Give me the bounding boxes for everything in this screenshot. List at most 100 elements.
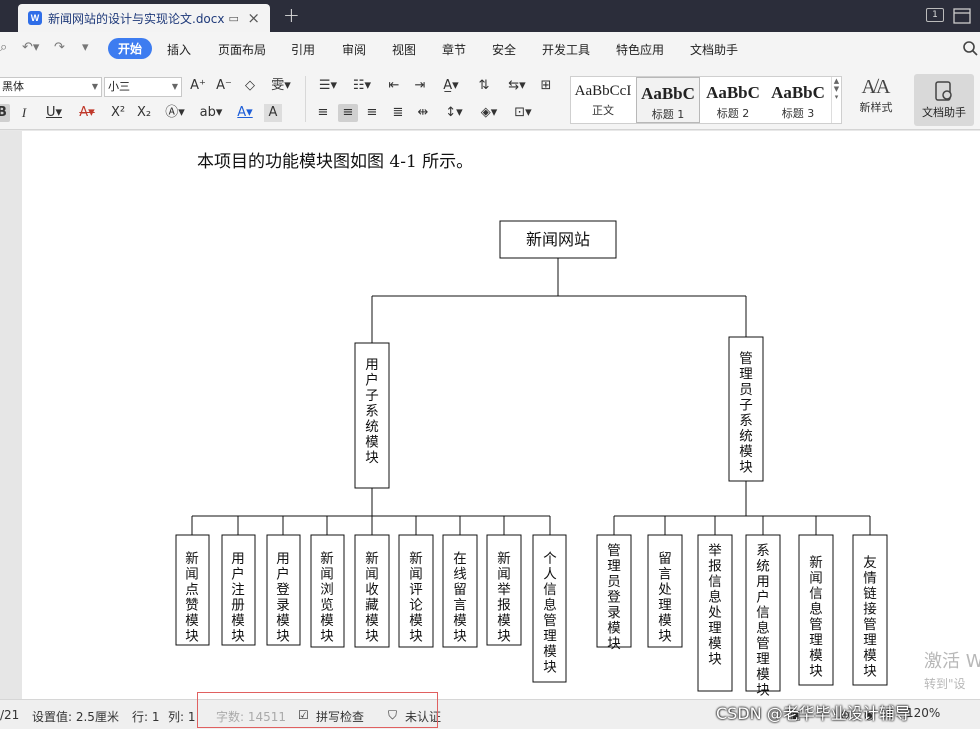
uncertified-status[interactable]: 未认证 — [405, 710, 442, 724]
menu-tab-developer[interactable]: 开发工具 — [542, 43, 591, 57]
wps-writer-icon: W — [28, 11, 42, 25]
setting-value[interactable]: 设置值: 2.5厘米 — [32, 710, 119, 724]
align-left-icon[interactable]: ≡ — [317, 105, 329, 120]
text-direction-icon[interactable]: A̲▾ — [443, 78, 459, 93]
bullet-list-icon[interactable]: ☰▾ — [318, 78, 338, 93]
view-mode-icon[interactable]: ▣ — [790, 708, 802, 722]
font-size-value: 小三 — [108, 80, 130, 93]
menu-tab-insert[interactable]: 插入 — [167, 43, 192, 57]
vertical-label: 管理员子系统模块 — [739, 351, 753, 476]
distributed-align-icon[interactable]: ⇹ — [417, 105, 429, 120]
sort-icon[interactable]: ⇅ — [478, 78, 490, 93]
search-icon[interactable] — [962, 40, 978, 56]
box-root — [499, 220, 617, 259]
shield-icon: ⛉ — [388, 708, 398, 722]
window-count-badge[interactable]: 1 — [926, 8, 944, 22]
document-area[interactable]: 本项目的功能模块图如图 4-1 所示。 — [0, 131, 980, 699]
font-name-value: 黑体 — [2, 80, 24, 93]
menu-tab-review[interactable]: 审阅 — [342, 43, 367, 57]
vertical-label: 用户登录模块 — [276, 551, 290, 645]
increase-indent-icon[interactable]: ⇥ — [414, 78, 426, 93]
window-layout-icon[interactable] — [952, 7, 972, 25]
subscript-icon[interactable]: X₂ — [136, 105, 152, 120]
style-normal[interactable]: AaBbCcI 正文 — [571, 77, 635, 123]
highlight-icon[interactable]: ab▾ — [199, 105, 223, 120]
strikethrough-icon[interactable]: A▾ — [79, 105, 95, 120]
new-style-button[interactable]: A̸A 新样式 — [850, 76, 902, 115]
menu-bar: ⌕ ↶▾ ↷ ▾ 开始 插入 页面布局 引用 审阅 视图 章节 安全 开发工具 … — [0, 32, 980, 66]
grow-font-icon[interactable]: A⁺ — [190, 78, 206, 93]
undo-icon[interactable]: ↶▾ — [22, 40, 40, 55]
web-layout-icon[interactable]: ⊕ — [840, 708, 851, 722]
font-name-select[interactable]: 黑体▼ — [0, 77, 102, 97]
vertical-label: 用户子系统模块 — [365, 357, 379, 466]
spell-check-icon[interactable]: ☑ — [298, 708, 309, 722]
clear-format-icon[interactable]: ◇ — [245, 78, 255, 93]
doc-helper-label: 文档助手 — [922, 106, 966, 119]
vertical-label: 新闻收藏模块 — [365, 551, 379, 645]
ribbon-toolbar: 黑体▼ 小三▼ A⁺ A⁻ ◇ 雯▾ B I U▾ A▾ X² X₂ Ⓐ▾ ab… — [0, 66, 980, 130]
font-color-icon[interactable]: A▾ — [237, 105, 253, 120]
menu-tab-view[interactable]: 视图 — [392, 43, 417, 57]
document-page[interactable]: 本项目的功能模块图如图 4-1 所示。 — [22, 131, 980, 699]
italic-icon[interactable]: I — [21, 105, 27, 120]
justify-icon[interactable]: ≣ — [392, 105, 404, 120]
style-heading-2[interactable]: AaBbC 标题 2 — [701, 77, 765, 123]
word-count[interactable]: 字数: 14511 — [216, 710, 287, 724]
menu-tab-security[interactable]: 安全 — [492, 43, 517, 57]
quick-access-dropdown-icon[interactable]: ▾ — [82, 40, 89, 55]
bold-icon[interactable]: B — [0, 104, 10, 122]
text-effect-icon[interactable]: Ⓐ▾ — [165, 105, 185, 120]
box-module — [596, 534, 632, 648]
superscript-icon[interactable]: X² — [110, 105, 126, 120]
line-spacing-icon[interactable]: ↕▾ — [445, 105, 463, 120]
column-indicator[interactable]: 列: 1 — [168, 710, 196, 724]
borders-icon[interactable]: ⊡▾ — [514, 105, 532, 120]
menu-tab-references[interactable]: 引用 — [291, 43, 316, 57]
row-indicator[interactable]: 行: 1 — [132, 710, 160, 724]
font-size-select[interactable]: 小三▼ — [104, 77, 182, 97]
menu-tab-doc-helper[interactable]: 文档助手 — [690, 43, 739, 57]
style-heading-1[interactable]: AaBbC 标题 1 — [636, 77, 700, 123]
box-module — [175, 534, 210, 646]
ribbon-separator — [305, 76, 306, 122]
box-module — [697, 534, 733, 692]
style-heading-3[interactable]: AaBbC 标题 3 — [766, 77, 830, 123]
vertical-label: 举报信息处理模块 — [708, 543, 722, 668]
menu-tab-home[interactable]: 开始 — [108, 38, 153, 59]
doc-helper-button[interactable]: 文档助手 — [914, 74, 974, 126]
shading-icon[interactable]: ◈▾ — [480, 105, 498, 120]
align-center-icon[interactable]: ≡ — [338, 104, 358, 122]
box-admin-subsystem — [728, 336, 764, 482]
phonetic-guide-icon[interactable]: 雯▾ — [271, 78, 291, 93]
close-tab-icon[interactable]: × — [247, 9, 260, 27]
zoom-level[interactable]: 120% — [906, 706, 941, 720]
numbered-list-icon[interactable]: ☷▾ — [352, 78, 372, 93]
box-module — [852, 534, 888, 686]
eye-protection-icon[interactable]: ◉ — [864, 708, 875, 722]
style-gallery: AaBbCcI 正文 AaBbC 标题 1 AaBbC 标题 2 AaBbC 标… — [570, 76, 842, 124]
box-module — [354, 534, 390, 648]
align-right-icon[interactable]: ≡ — [366, 105, 378, 120]
char-shading-icon[interactable]: A — [264, 104, 282, 122]
vertical-label: 新闻评论模块 — [409, 551, 423, 645]
menu-tab-chapter[interactable]: 章节 — [442, 43, 467, 57]
style-gallery-scroll[interactable]: ▲▼▾ — [831, 77, 841, 123]
decrease-indent-icon[interactable]: ⇤ — [388, 78, 400, 93]
new-tab-icon[interactable]: + — [283, 3, 300, 27]
menu-tab-page-layout[interactable]: 页面布局 — [218, 43, 267, 57]
redo-icon[interactable]: ↷ — [54, 40, 65, 55]
style-label: 标题 1 — [651, 108, 685, 121]
menu-tab-special-apps[interactable]: 特色应用 — [616, 43, 665, 57]
line-break-icon[interactable]: ⇆▾ — [508, 78, 526, 93]
underline-icon[interactable]: U▾ — [45, 105, 63, 120]
monitor-icon[interactable]: ▭ — [228, 11, 239, 25]
module-diagram: 新闻网站 用户子系统模块 管理员子系统模块 新闻点赞模块 用户注册模块 用户登录… — [175, 220, 888, 699]
print-preview-icon[interactable]: ⌕ — [0, 40, 8, 55]
document-tab[interactable]: W 新闻网站的设计与实现论文.docx ▭ × — [18, 4, 270, 32]
shrink-font-icon[interactable]: A⁻ — [216, 78, 232, 93]
table-borders-icon[interactable]: ⊞ — [540, 78, 552, 93]
spell-check-button[interactable]: 拼写检查 — [316, 710, 365, 724]
page-indicator[interactable]: /21 — [0, 708, 20, 722]
vertical-label: 新闻举报模块 — [497, 551, 511, 645]
